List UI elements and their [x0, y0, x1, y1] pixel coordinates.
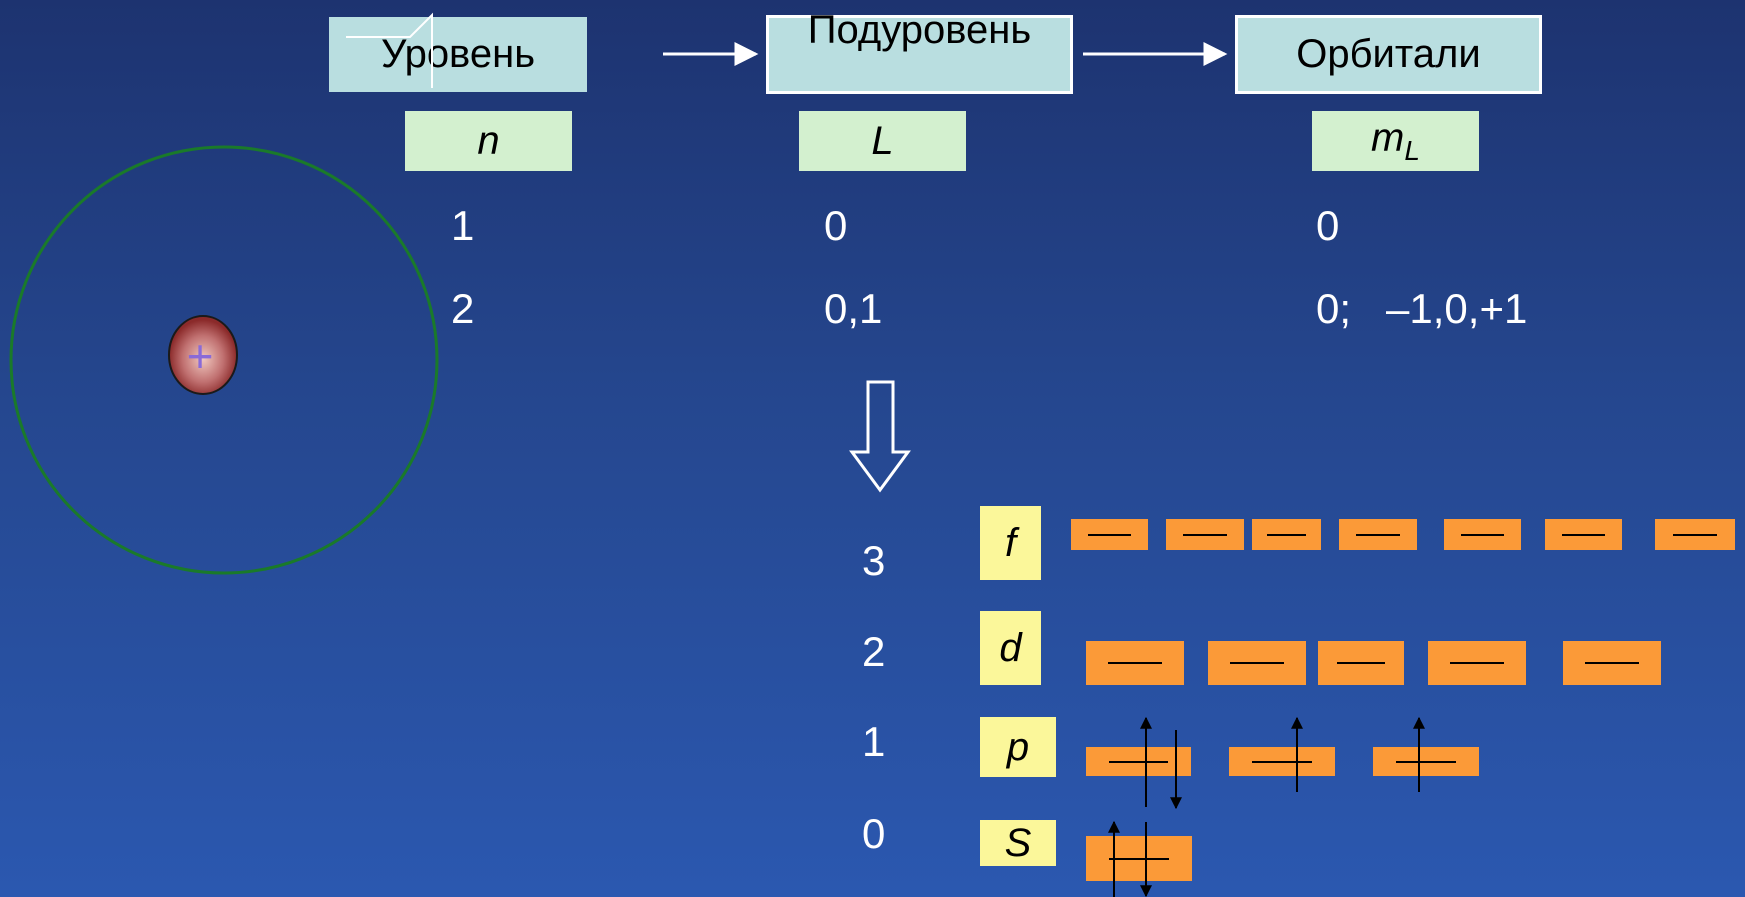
- nucleus: [168, 315, 238, 395]
- n-quantum-box: n: [405, 111, 572, 171]
- level-box-corner-mark: [346, 12, 433, 88]
- row2-mL: 0; –1,0,+1: [1316, 285, 1528, 332]
- row1-n: 1: [451, 202, 475, 249]
- n-quantum-label: n: [477, 118, 500, 163]
- d-orbital: [1086, 641, 1184, 685]
- sublevel-d-letter: d: [999, 625, 1022, 670]
- row1-mL: 0: [1316, 202, 1340, 249]
- f-orbital: [1252, 519, 1321, 550]
- d-orbital: [1318, 641, 1404, 685]
- sublevel-f-letter: f: [1004, 520, 1017, 565]
- sublevel-s-letter: S: [1004, 820, 1032, 865]
- d-orbital: [1428, 641, 1526, 685]
- row1-L: 0: [824, 202, 848, 249]
- row2-n: 2: [451, 285, 475, 332]
- row2-L: 0,1: [824, 285, 883, 332]
- nucleus-plus-icon: +: [187, 330, 214, 382]
- sublevel-d-L-value: 2: [862, 628, 886, 675]
- orbitals-header-box: Орбитали: [1235, 15, 1542, 94]
- sublevel-p-letter: p: [1006, 724, 1030, 769]
- s-orbital: [1086, 836, 1192, 881]
- level-header-box: Уровень: [329, 17, 587, 92]
- L-quantum-label: L: [871, 118, 894, 163]
- p-orbital: [1086, 747, 1191, 776]
- sublevel-p-box: p: [980, 717, 1056, 777]
- down-arrow-icon: [849, 380, 911, 493]
- sublevel-header-box: Подуровень: [766, 8, 1073, 94]
- L-quantum-box: L: [799, 111, 966, 171]
- sublevel-s-L-value: 0: [862, 810, 886, 857]
- orbitals-header-label: Орбитали: [1296, 32, 1481, 76]
- f-orbital: [1655, 519, 1735, 550]
- d-orbital: [1563, 641, 1661, 685]
- sublevel-d-box: d: [980, 611, 1041, 685]
- f-orbital: [1339, 519, 1417, 550]
- p-orbital: [1229, 747, 1335, 776]
- sublevel-p-L-value: 1: [862, 718, 886, 765]
- d-orbital: [1208, 641, 1306, 685]
- mL-quantum-box: mL: [1312, 111, 1479, 171]
- sublevel-f-box: f: [980, 506, 1041, 580]
- f-orbital: [1071, 519, 1148, 550]
- level-header-label: Уровень: [380, 32, 536, 76]
- f-orbital: [1545, 519, 1622, 550]
- sublevel-s-box: S: [980, 820, 1056, 866]
- orbit-ring: [9, 145, 439, 575]
- mL-quantum-label: mL: [1371, 115, 1420, 166]
- f-orbital: [1444, 519, 1521, 550]
- sublevel-f-L-value: 3: [862, 537, 886, 584]
- f-orbital: [1166, 519, 1244, 550]
- sublevel-header-label: Подуровень: [807, 8, 1032, 52]
- p-orbital: [1373, 747, 1479, 776]
